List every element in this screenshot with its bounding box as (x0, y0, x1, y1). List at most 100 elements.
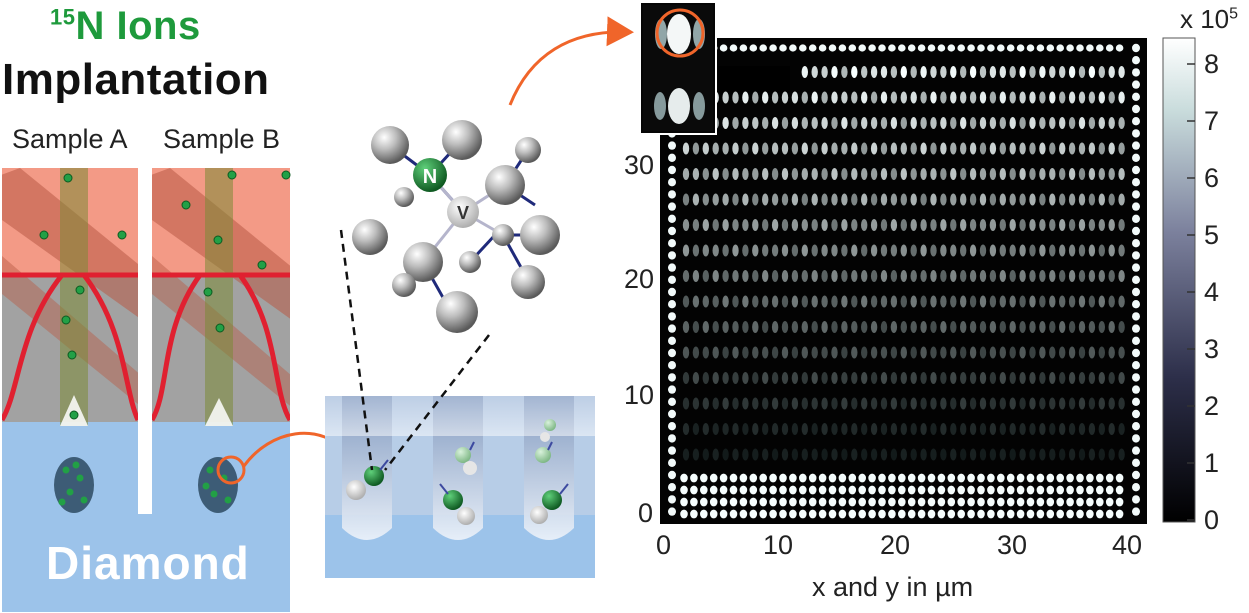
scan-spot (781, 91, 789, 104)
scan-spot (917, 497, 926, 507)
scan-spot (781, 372, 789, 384)
scan-spot (870, 448, 878, 461)
scan-spot (702, 423, 709, 435)
scan-spot (709, 485, 718, 495)
scan-spot (1068, 91, 1076, 104)
scan-spot (1132, 483, 1140, 492)
scan-spot (692, 244, 700, 257)
scan-spot (709, 497, 718, 507)
scan-spot (1096, 509, 1104, 519)
scan-spot (789, 497, 797, 507)
scan-spot (791, 295, 799, 308)
scan-spot (702, 295, 709, 308)
scan-spot (1098, 270, 1106, 282)
scan-spot (880, 66, 888, 78)
y-tick-20: 20 (624, 264, 655, 294)
scan-spot (997, 497, 1005, 507)
scan-spot (821, 448, 828, 461)
scan-spot (880, 244, 888, 257)
scan-spot (1118, 91, 1125, 104)
scan-spot (1132, 348, 1140, 358)
scan-spot (841, 219, 848, 231)
scan-spot (870, 295, 878, 308)
scan-spot (1132, 434, 1140, 443)
scan-spot (960, 372, 967, 384)
scan-spot (791, 448, 799, 461)
scan-spot (1019, 219, 1026, 231)
scan-spot (1049, 244, 1056, 257)
scan-spot (831, 244, 838, 257)
scan-spot (1108, 397, 1115, 410)
scan-spot (900, 66, 907, 78)
scan-spot (870, 346, 878, 359)
scan-spot (712, 321, 719, 333)
scan-spot (722, 448, 729, 461)
scan-spot (1006, 44, 1015, 52)
scan-spot (762, 244, 769, 257)
scan-spot (1096, 44, 1104, 52)
scan-spot (668, 324, 676, 333)
scan-spot (989, 244, 997, 257)
scan-spot (1029, 142, 1036, 155)
scan-spot (692, 448, 700, 461)
scan-spot (910, 448, 917, 461)
scan-spot (702, 321, 709, 333)
scan-spot (742, 346, 749, 359)
scan-spot (1039, 66, 1046, 78)
scan-spot (692, 219, 700, 231)
scan-spot (801, 244, 808, 257)
scan-spot (950, 91, 957, 104)
scan-spot (1098, 66, 1106, 78)
scan-spot (979, 423, 987, 435)
scan-spot (1105, 485, 1114, 495)
scan-spot (811, 295, 818, 308)
scan-spot (769, 44, 777, 52)
scan-spot (732, 423, 739, 435)
scan-spot (890, 193, 898, 206)
scan-spot (900, 142, 907, 155)
scan-spot (771, 117, 779, 129)
scan-spot (700, 509, 708, 519)
scan-spot (791, 372, 799, 384)
scan-spot (910, 321, 917, 333)
scan-spot (1132, 226, 1140, 236)
scan-spot (1078, 142, 1086, 155)
nitrogen-label: N (423, 166, 437, 188)
scan-spot (818, 44, 827, 52)
scan-spot (781, 295, 789, 308)
cb-tick-2: 2 (1204, 391, 1220, 421)
scan-spot (930, 321, 937, 333)
scan-spot (920, 295, 927, 308)
scan-spot (1118, 244, 1125, 257)
scan-spot (712, 346, 719, 359)
scan-spot (1016, 44, 1025, 52)
scan-spot (1019, 321, 1026, 333)
scan-spot (801, 423, 808, 435)
scan-spot (1039, 397, 1046, 410)
scan-spot (1105, 473, 1114, 483)
scan-spot (752, 423, 759, 435)
scan-spot (880, 270, 888, 282)
scan-spot (1088, 117, 1096, 129)
scan-spot (989, 219, 997, 231)
scan-spot (927, 497, 936, 507)
nitrogen-atom (413, 158, 447, 192)
scan-spot (861, 423, 868, 435)
scan-spot (838, 485, 847, 495)
scan-spot (781, 321, 789, 333)
scan-spot (1049, 372, 1056, 384)
scan-spot (762, 346, 769, 359)
scan-spot (851, 66, 858, 78)
scan-spot (828, 44, 837, 52)
scan-spot (831, 372, 838, 384)
scan-spot (1088, 219, 1096, 231)
scan-spot (861, 372, 868, 384)
scan-spot (722, 397, 729, 410)
scan-spot (1068, 397, 1076, 410)
scan-spot (732, 372, 739, 384)
scan-spot (999, 91, 1006, 104)
scan-spot (841, 270, 848, 282)
scan-spot (682, 423, 690, 435)
scan-spot (878, 485, 886, 495)
scan-spot (868, 509, 876, 519)
